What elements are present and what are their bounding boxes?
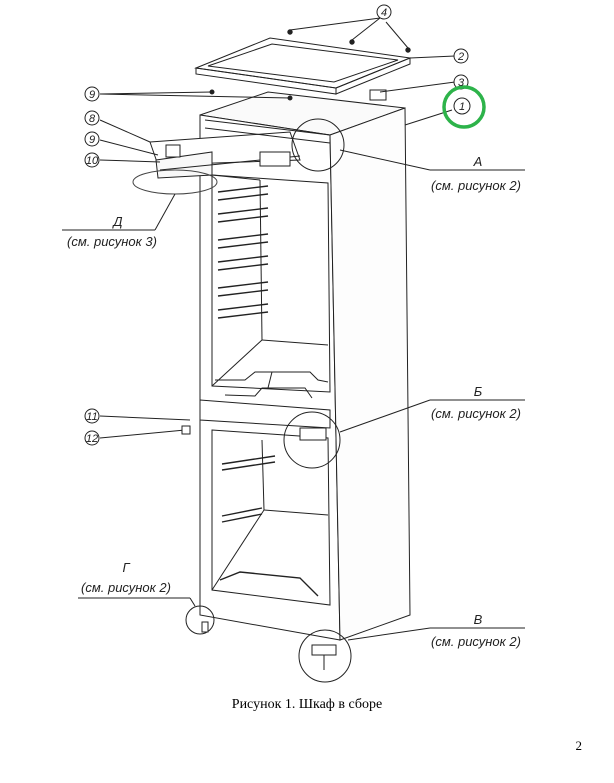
shelf-rails-upper: [217, 185, 269, 319]
shelf-rails-lower: [219, 455, 319, 597]
view-B-letter: Б: [474, 384, 483, 399]
callout-9: 9: [89, 134, 95, 146]
figure-caption: Рисунок 1. Шкаф в сборе: [231, 697, 383, 712]
view-G-marker: [78, 597, 215, 635]
leaders-8-9-10: [84, 110, 161, 168]
leaders-11-12: [84, 408, 191, 446]
page-number: 2: [575, 738, 583, 753]
cabinet-body: [199, 91, 411, 641]
callout-3: 3: [458, 77, 465, 89]
callout-9-top: 9: [89, 89, 95, 101]
callout-12: 12: [86, 433, 98, 445]
view-G-ref: (см. рисунок 2): [81, 580, 171, 595]
hinge-clip: [369, 74, 469, 101]
view-G-letter: Г: [122, 560, 130, 575]
crisper-tray: [215, 371, 329, 399]
view-D-letter: Д: [111, 214, 122, 229]
top-frame-assembly: [132, 119, 331, 195]
callout-1: 1: [459, 101, 465, 113]
view-B-ref: (см. рисунок 2): [431, 406, 521, 421]
view-A-letter: А: [473, 154, 483, 169]
view-D-ref: (см. рисунок 3): [67, 234, 157, 249]
callout-4: 4: [381, 7, 387, 19]
view-B-marker: [283, 399, 525, 469]
view-D-marker: [62, 193, 176, 231]
view-V-letter: В: [474, 612, 483, 627]
view-A-marker: [291, 118, 525, 172]
leader-4: [289, 4, 409, 49]
leader-9-top: [84, 86, 293, 102]
view-A-ref: (см. рисунок 2): [431, 178, 521, 193]
leader-1: [404, 97, 471, 126]
top-panel: [194, 37, 412, 95]
callout-10: 10: [86, 155, 99, 167]
callout-8: 8: [89, 113, 96, 125]
callout-11: 11: [86, 411, 97, 423]
view-V-ref: (см. рисунок 2): [431, 634, 521, 649]
leader-2: [409, 48, 469, 64]
highlight-circle: [442, 85, 486, 129]
view-V-marker: [298, 627, 525, 683]
callout-2: 2: [457, 51, 464, 63]
